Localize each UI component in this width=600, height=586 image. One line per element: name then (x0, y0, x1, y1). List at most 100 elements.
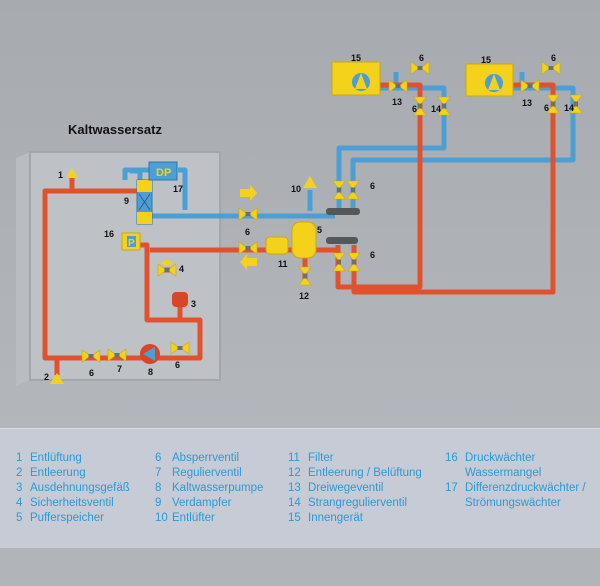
indoor-unit-1 (331, 61, 381, 96)
callouts: 1 2 3 4 5 6 6 6 6 6 6 6 6 6 7 8 9 10 11 … (44, 53, 574, 382)
drain-icon (50, 373, 64, 384)
svg-text:6: 6 (544, 103, 549, 113)
legend-item: 1 Entlüftung (16, 451, 130, 466)
svg-text:10: 10 (291, 184, 301, 194)
svg-text:7: 7 (117, 364, 122, 374)
legend-item: Strömungswächter (445, 496, 586, 511)
legend-item: 13 Dreiwegeventil (288, 481, 422, 496)
legend-number: 13 (288, 482, 301, 494)
svg-text:6: 6 (551, 53, 556, 63)
safety-valve-icon (157, 260, 177, 277)
legend-number: 6 (155, 452, 162, 464)
svg-text:9: 9 (124, 196, 129, 206)
legend-number (445, 496, 465, 511)
legend-number: 15 (288, 512, 301, 524)
pressure-switch: P (121, 232, 141, 251)
legend-item: 4 Sicherheitsventil (16, 496, 130, 511)
diagram-svg: Kaltwassersatz DP P (16, 53, 583, 386)
footer-band (0, 548, 600, 586)
legend-item: 3 Ausdehnungsgefäß (16, 481, 130, 496)
svg-text:13: 13 (392, 97, 402, 107)
legend-text: Druckwächter (465, 452, 536, 464)
legend-number: 1 (16, 452, 23, 464)
legend-item: 10 Entlüfter (155, 511, 263, 526)
legend-text: Absperrventil (172, 452, 240, 464)
legend-item: 12 Entleerung / Belüftung (288, 466, 422, 481)
legend-item: Wassermangel (445, 466, 586, 481)
legend-number: 3 (16, 482, 23, 494)
legend-item: 14 Strangregulierventil (288, 496, 422, 511)
evaporator (136, 179, 153, 225)
buffer-tank (291, 221, 317, 259)
indoor-unit-2 (465, 63, 514, 97)
legend-text: Regulierventil (172, 467, 242, 479)
svg-text:14: 14 (431, 104, 441, 114)
legend-number: 4 (16, 497, 23, 509)
legend-text: Filter (308, 452, 334, 464)
legend-number: 7 (155, 467, 162, 479)
pump-icon (140, 344, 160, 364)
legend-text: Wassermangel (465, 467, 542, 479)
legend-text: Strömungswächter (465, 497, 561, 509)
legend-text: Pufferspeicher (30, 512, 104, 524)
svg-text:16: 16 (104, 229, 114, 239)
hydraulic-diagram: Kaltwassersatz DP P (0, 0, 600, 428)
return-header (326, 208, 360, 215)
legend-number: 2 (16, 467, 23, 479)
legend-number: 10 (155, 512, 168, 524)
air-vent-icon (303, 176, 317, 188)
differential-pressure-switch: DP (148, 161, 178, 181)
svg-text:14: 14 (564, 103, 574, 113)
svg-text:4: 4 (179, 264, 184, 274)
svg-text:15: 15 (481, 55, 491, 65)
legend-text: Sicherheitsventil (30, 497, 114, 509)
svg-text:6: 6 (370, 250, 375, 260)
svg-text:17: 17 (173, 184, 183, 194)
legend-number: 12 (288, 467, 301, 479)
legend-text: Strangregulierventil (308, 497, 408, 509)
legend-number: 8 (155, 482, 162, 494)
legend-text: Ausdehnungsgefäß (30, 482, 130, 494)
svg-text:P: P (128, 238, 135, 249)
svg-text:6: 6 (89, 368, 94, 378)
legend-item: 6 Absperrventil (155, 451, 263, 466)
legend-text: Verdampfer (172, 497, 232, 509)
diagram-title: Kaltwassersatz (68, 122, 162, 137)
legend-text: Differenzdruckwächter / (465, 482, 586, 494)
svg-text:2: 2 (44, 372, 49, 382)
svg-text:15: 15 (351, 53, 361, 63)
svg-text:11: 11 (278, 259, 288, 269)
svg-text:13: 13 (522, 98, 532, 108)
legend-item: 7 Regulierventil (155, 466, 263, 481)
legend-text: Entlüftung (30, 452, 82, 464)
svg-text:12: 12 (299, 291, 309, 301)
svg-text:1: 1 (58, 170, 63, 180)
legend-text: Entleerung / Belüftung (308, 467, 422, 479)
svg-text:6: 6 (245, 227, 250, 237)
legend-item: 15 Innengerät (288, 511, 422, 526)
svg-text:6: 6 (412, 104, 417, 114)
svg-text:6: 6 (370, 181, 375, 191)
flow-in-arrow-icon (240, 254, 257, 270)
legend-text: Dreiwegeventil (308, 482, 384, 494)
filter-icon (265, 236, 289, 255)
svg-text:3: 3 (191, 299, 196, 309)
drain-fill-valve-icon (298, 266, 312, 286)
svg-text:6: 6 (175, 360, 180, 370)
legend-number (445, 466, 465, 481)
svg-text:DP: DP (156, 167, 171, 179)
supply-header (326, 237, 358, 244)
legend-number: 14 (288, 497, 301, 509)
legend-text: Innengerät (308, 512, 363, 524)
legend-number: 16 (445, 452, 458, 464)
legend-number: 17 (445, 482, 458, 494)
legend-text: Entlüfter (172, 512, 215, 524)
